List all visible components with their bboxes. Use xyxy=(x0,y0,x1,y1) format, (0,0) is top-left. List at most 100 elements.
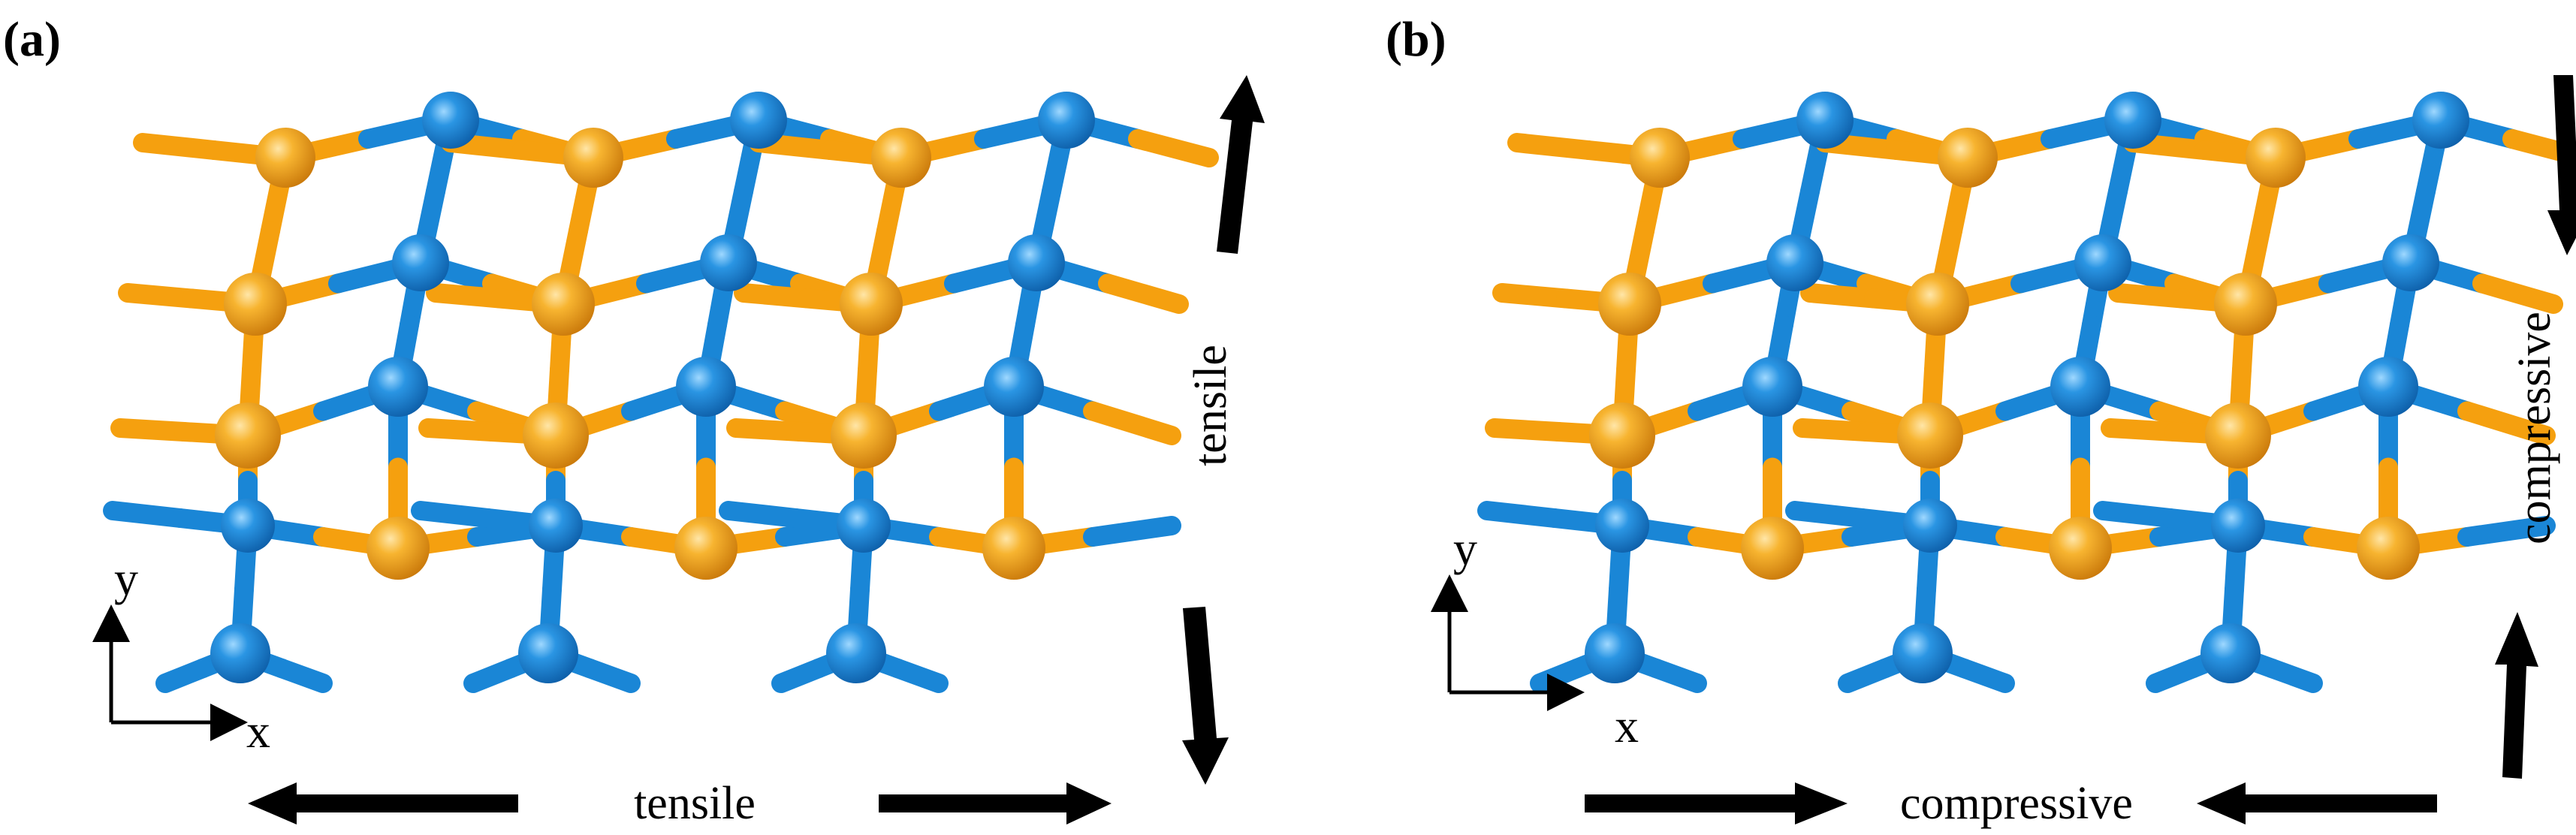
blue-atom xyxy=(221,499,275,553)
bond xyxy=(1083,516,1181,547)
orange-atom xyxy=(2049,517,2112,580)
up-arrow-a xyxy=(1217,75,1265,254)
blue-atom xyxy=(529,499,583,553)
orange-atom xyxy=(1897,402,1963,469)
blue-atom xyxy=(2358,357,2418,417)
blue-atom xyxy=(730,92,787,149)
bond xyxy=(719,501,806,528)
bond xyxy=(1646,659,1707,693)
bond xyxy=(272,659,333,693)
x-axis-label-a: x xyxy=(246,704,270,758)
panel-a-label: (a) xyxy=(3,12,61,67)
orange-atom xyxy=(831,402,897,469)
bond xyxy=(2457,401,2556,445)
orange-atom xyxy=(2246,128,2306,188)
blue-atom xyxy=(368,357,428,417)
bond xyxy=(411,501,498,528)
bond xyxy=(2101,418,2184,442)
bond xyxy=(1128,129,1219,167)
bond xyxy=(1083,401,1181,445)
blue-atom xyxy=(422,92,479,149)
up-arrow-b xyxy=(2495,612,2538,779)
blue-atom xyxy=(2074,234,2131,291)
right-arrow-b xyxy=(1585,782,1848,824)
blue-atom xyxy=(2200,623,2261,683)
orange-atom xyxy=(2214,273,2277,336)
orange-atom xyxy=(1938,128,1998,188)
blue-atom xyxy=(2050,357,2110,417)
bond xyxy=(1485,418,1568,442)
orange-atom xyxy=(2205,402,2271,469)
orange-atom xyxy=(255,128,315,188)
blue-atom xyxy=(210,623,270,683)
blue-atom xyxy=(392,234,449,291)
blue-atom xyxy=(2104,92,2161,149)
blue-atom xyxy=(676,357,736,417)
down-arrow-b xyxy=(2547,75,2576,255)
bond xyxy=(1838,659,1895,693)
bond xyxy=(2146,659,2203,693)
orange-atom xyxy=(1598,273,1661,336)
blue-atom xyxy=(837,499,891,553)
bond xyxy=(1098,273,1189,314)
bond xyxy=(110,418,194,442)
coordinate-axes-b: y x xyxy=(1431,522,1639,752)
orange-atom xyxy=(871,128,931,188)
blue-atom xyxy=(2412,92,2469,149)
orange-atom xyxy=(2357,517,2420,580)
orange-atom xyxy=(1741,517,1804,580)
left-arrow-b xyxy=(2197,782,2437,824)
bond xyxy=(426,283,509,309)
atomic-lattice-b xyxy=(1477,92,2576,693)
bond xyxy=(580,659,641,693)
bond xyxy=(463,659,520,693)
bond xyxy=(1492,283,1576,309)
bond xyxy=(2472,273,2563,314)
bond xyxy=(2457,516,2556,547)
bond xyxy=(155,659,213,693)
blue-atom xyxy=(1742,357,1802,417)
vertical-strain-label-b: compressive xyxy=(2509,312,2560,544)
bond xyxy=(888,659,949,693)
orange-atom xyxy=(1630,128,1690,188)
bond xyxy=(2262,659,2323,693)
x-axis-label-b: x xyxy=(1615,699,1639,752)
horizontal-strain-label-b: compressive xyxy=(1900,778,2133,829)
horizontal-strain-arrows-b: compressive xyxy=(1585,778,2437,829)
coordinate-axes-a: y x xyxy=(92,552,270,758)
blue-atom xyxy=(1038,92,1095,149)
blue-atom xyxy=(1796,92,1854,149)
blue-atom xyxy=(2211,499,2265,553)
bond xyxy=(1800,283,1884,309)
blue-atom xyxy=(518,623,578,683)
vertical-strain-label-a: tensile xyxy=(1185,345,1236,466)
orange-atom xyxy=(523,402,589,469)
panel-a: (a) y x tensile tensile xyxy=(3,12,1265,829)
orange-atom xyxy=(532,273,595,336)
bond xyxy=(2093,501,2180,528)
vertical-strain-arrows-b: compressive xyxy=(2495,75,2576,779)
panel-b-label: (b) xyxy=(1386,12,1446,67)
blue-atom xyxy=(1766,234,1823,291)
orange-atom xyxy=(563,128,623,188)
blue-atom xyxy=(1008,234,1065,291)
bond xyxy=(734,283,817,309)
bond xyxy=(726,418,810,442)
left-arrow-a xyxy=(248,782,518,824)
blue-atom xyxy=(700,234,757,291)
blue-atom xyxy=(826,623,886,683)
orange-atom xyxy=(1906,273,1969,336)
horizontal-strain-label-a: tensile xyxy=(634,778,756,829)
panel-b: (b) y x compressive compressive xyxy=(1386,12,2576,829)
orange-atom xyxy=(224,273,287,336)
blue-atom xyxy=(1595,499,1649,553)
bond xyxy=(133,133,224,160)
bond xyxy=(1477,501,1564,528)
bond xyxy=(1954,659,2015,693)
bond xyxy=(2108,283,2191,309)
bond xyxy=(1530,659,1587,693)
orange-atom xyxy=(366,517,430,580)
orange-atom xyxy=(674,517,738,580)
bond xyxy=(1785,501,1872,528)
